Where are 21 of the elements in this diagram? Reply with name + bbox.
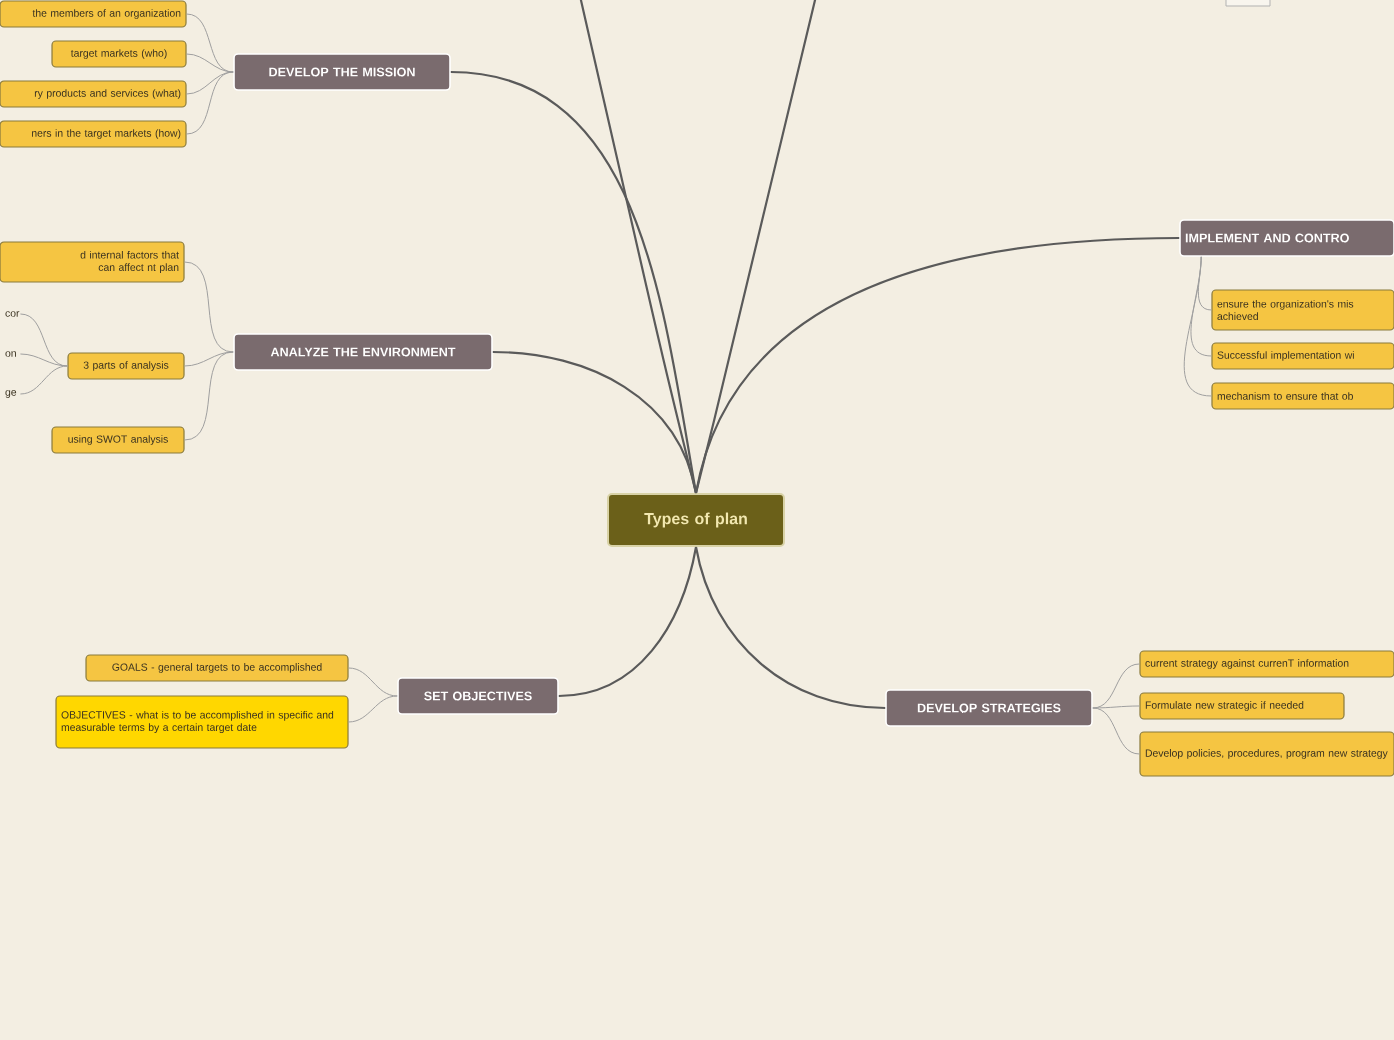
connector-line: [1092, 705, 1140, 709]
connector-line: [694, 0, 818, 494]
connector-line: [186, 71, 234, 135]
connector-line: [184, 351, 234, 441]
connector-line: [1092, 707, 1140, 755]
connector-line: [186, 53, 234, 73]
connector-line: [348, 667, 398, 697]
empty-box: [1225, 0, 1271, 7]
connector-line: [694, 546, 886, 710]
connector-line: [19, 365, 68, 395]
connector-line: [19, 313, 68, 367]
connector-line: [1183, 256, 1212, 397]
connector-line: [1092, 663, 1140, 709]
connector-line: [19, 353, 68, 367]
connector-line: [186, 13, 234, 73]
connector-line: [184, 261, 234, 353]
connector-line: [348, 695, 398, 723]
central-topic-box: Types of plan: [607, 493, 785, 547]
connector-line: [558, 546, 698, 698]
connector-line: [186, 71, 234, 95]
connector-line: [578, 0, 698, 494]
